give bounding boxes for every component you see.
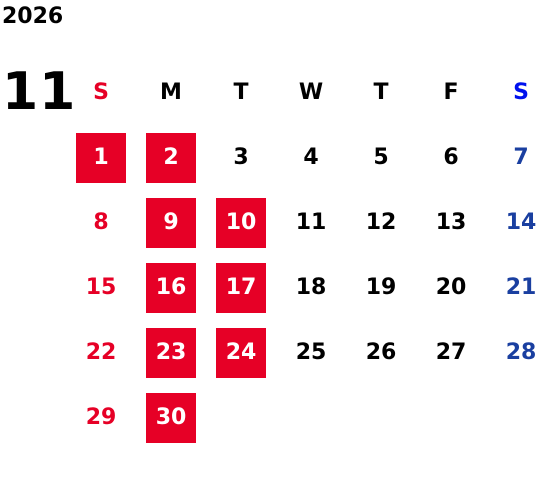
weekday-label: M xyxy=(160,80,182,105)
weekday-label: S xyxy=(93,80,109,105)
day-cell[interactable]: 14 xyxy=(486,190,548,255)
month-number: 11 xyxy=(2,62,77,122)
day-cell[interactable]: 6 xyxy=(416,125,486,190)
day-number: 22 xyxy=(85,340,117,365)
day-cell[interactable]: 7 xyxy=(486,125,548,190)
day-number: 13 xyxy=(435,210,467,235)
day-cell xyxy=(346,385,416,450)
day-cell xyxy=(486,385,548,450)
day-number: 29 xyxy=(85,405,117,430)
day-number: 27 xyxy=(435,340,467,365)
day-cell xyxy=(416,385,486,450)
weekday-header-fri: F xyxy=(416,60,486,125)
day-cell[interactable]: 18 xyxy=(276,255,346,320)
day-number: 20 xyxy=(435,275,467,300)
day-cell[interactable]: 25 xyxy=(276,320,346,385)
weekday-header-thu: T xyxy=(346,60,416,125)
day-cell[interactable]: 11 xyxy=(276,190,346,255)
day-number: 25 xyxy=(295,340,327,365)
day-number: 17 xyxy=(216,262,266,313)
day-cell[interactable]: 8 xyxy=(66,190,136,255)
day-number: 9 xyxy=(146,197,196,248)
day-cell[interactable]: 23 xyxy=(136,320,206,385)
day-number: 1 xyxy=(76,132,126,183)
day-number: 12 xyxy=(365,210,397,235)
day-number: 7 xyxy=(513,145,529,170)
day-number: 21 xyxy=(505,275,537,300)
day-number: 18 xyxy=(295,275,327,300)
day-cell[interactable]: 10 xyxy=(206,190,276,255)
day-cell[interactable]: 28 xyxy=(486,320,548,385)
weekday-header-sun: S xyxy=(66,60,136,125)
day-cell[interactable]: 4 xyxy=(276,125,346,190)
day-cell[interactable]: 17 xyxy=(206,255,276,320)
weekday-label: T xyxy=(373,80,389,105)
day-number: 16 xyxy=(146,262,196,313)
day-number: 23 xyxy=(146,327,196,378)
day-cell[interactable]: 13 xyxy=(416,190,486,255)
day-number: 3 xyxy=(233,145,249,170)
year-label: 2026 xyxy=(2,4,64,29)
day-number: 5 xyxy=(373,145,389,170)
weekday-header-sat: S xyxy=(486,60,548,125)
day-cell[interactable]: 15 xyxy=(66,255,136,320)
day-number: 26 xyxy=(365,340,397,365)
day-number: 8 xyxy=(93,210,109,235)
weekday-header-tue: T xyxy=(206,60,276,125)
day-cell[interactable]: 19 xyxy=(346,255,416,320)
weekday-header-wed: W xyxy=(276,60,346,125)
day-number: 4 xyxy=(303,145,319,170)
weekday-label: S xyxy=(513,80,529,105)
day-cell xyxy=(206,385,276,450)
day-number: 14 xyxy=(505,210,537,235)
day-cell[interactable]: 5 xyxy=(346,125,416,190)
day-number: 30 xyxy=(146,392,196,443)
day-cell[interactable]: 24 xyxy=(206,320,276,385)
weekday-header-mon: M xyxy=(136,60,206,125)
day-cell xyxy=(276,385,346,450)
day-cell[interactable]: 2 xyxy=(136,125,206,190)
day-number: 11 xyxy=(295,210,327,235)
day-cell[interactable]: 1 xyxy=(66,125,136,190)
day-cell[interactable]: 3 xyxy=(206,125,276,190)
day-number: 19 xyxy=(365,275,397,300)
day-cell[interactable]: 12 xyxy=(346,190,416,255)
day-number: 10 xyxy=(216,197,266,248)
day-number: 15 xyxy=(85,275,117,300)
day-number: 28 xyxy=(505,340,537,365)
day-number: 6 xyxy=(443,145,459,170)
day-cell[interactable]: 9 xyxy=(136,190,206,255)
day-cell[interactable]: 29 xyxy=(66,385,136,450)
day-cell[interactable]: 16 xyxy=(136,255,206,320)
day-number: 2 xyxy=(146,132,196,183)
day-cell[interactable]: 26 xyxy=(346,320,416,385)
day-cell[interactable]: 22 xyxy=(66,320,136,385)
weekday-label: F xyxy=(443,80,459,105)
day-cell[interactable]: 20 xyxy=(416,255,486,320)
day-number: 24 xyxy=(216,327,266,378)
weekday-label: T xyxy=(233,80,249,105)
day-cell[interactable]: 21 xyxy=(486,255,548,320)
weekday-label: W xyxy=(298,80,324,105)
day-cell[interactable]: 30 xyxy=(136,385,206,450)
day-cell[interactable]: 27 xyxy=(416,320,486,385)
